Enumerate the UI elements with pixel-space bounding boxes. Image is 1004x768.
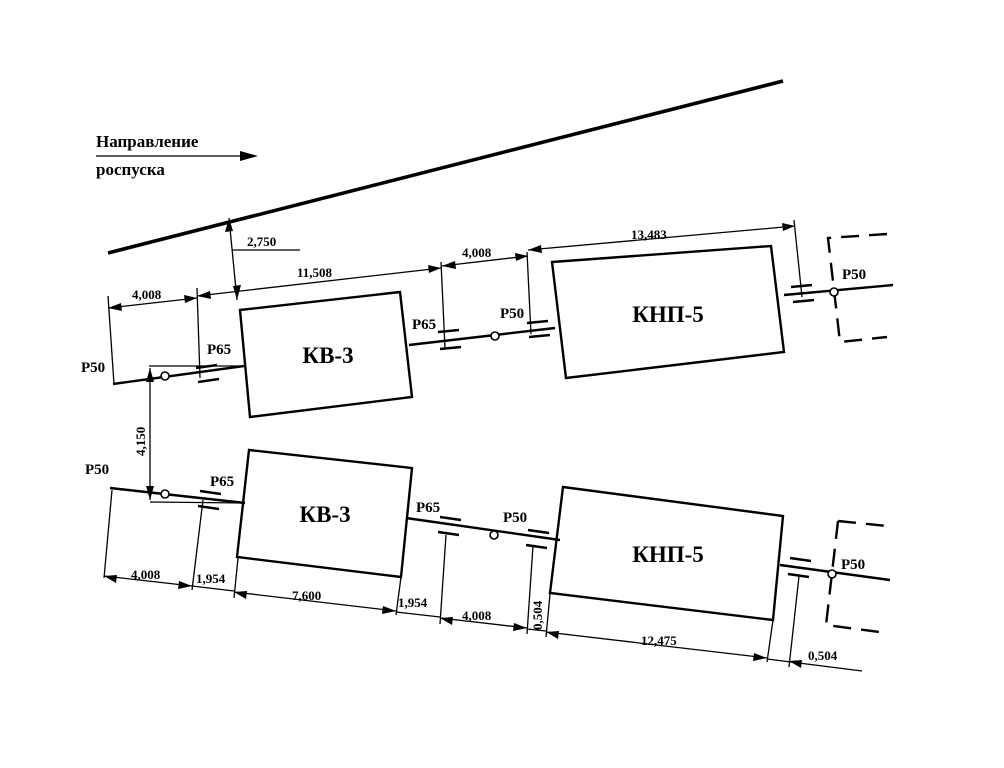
rail-joint-circle-bottom-mid: [489, 530, 499, 540]
dim-label-top-kv3-span: 11,508: [297, 265, 333, 280]
joint-bottom-p65-mid: [437, 515, 462, 537]
dim-track-spacing: [146, 365, 246, 504]
dim-label-bottom-joint-left: 1,954: [196, 571, 226, 586]
main-track-line: [107, 79, 784, 255]
rail-label-bottom-p50-mid: Р50: [503, 510, 527, 526]
rail-label-bottom-p50-right: Р50: [841, 557, 865, 573]
rail-label-top-p50-left: Р50: [81, 360, 105, 376]
ext-bottom-p50-mid: [526, 545, 534, 635]
kv3-bottom-label: КВ-3: [299, 502, 350, 527]
next-car-bottom-dashed: [824, 520, 888, 635]
ext-bottom-p65-mid: [439, 534, 447, 625]
top-rail-left: [112, 364, 245, 386]
ext-bottom-kv3-start: [233, 557, 239, 599]
ext-top-p65: [196, 287, 201, 379]
ext-top-mid-2: [526, 251, 532, 335]
rail-label-top-p65-mid: Р65: [412, 317, 436, 333]
dim-top-knp5-span: [527, 223, 796, 253]
dim-top-kv3-span: [196, 265, 442, 299]
dim-label-bottom-mid-gap: 4,008: [462, 608, 492, 623]
rail-joint-circle-top-right: [829, 287, 839, 297]
rail-label-bottom-p50-left: Р50: [85, 462, 109, 478]
joint-top-p65-mid: [437, 328, 462, 351]
dim-offset-2750: [225, 217, 300, 301]
dim-top-left-gap: [107, 295, 198, 311]
ext-top-mid-1: [440, 261, 446, 349]
dim-label-offset: 2,750: [247, 234, 276, 249]
dim-bottom-dims: [103, 575, 863, 672]
dim-label-bottom-knp5-len: 12,475: [641, 633, 677, 648]
rail-label-bottom-p65-left: Р65: [210, 474, 234, 490]
knp5-bottom-label: КНП-5: [632, 542, 704, 567]
rail-joint-circle-top-mid: [490, 331, 500, 341]
direction-arrow-head: [240, 151, 258, 161]
next-car-top-dashed: [826, 232, 888, 344]
dim-label-bottom-joint-knp: 0,504: [530, 600, 545, 630]
direction-title-line2: роспуска: [96, 160, 165, 179]
ext-bottom-left: [103, 489, 113, 579]
rail-label-top-p50-right: Р50: [842, 267, 866, 283]
dim-label-top-left-gap: 4,008: [132, 287, 162, 302]
bottom-rail-left: [109, 486, 246, 505]
dim-label-bottom-end-gap: 0,504: [808, 648, 838, 663]
ext-bottom-knp5-end: [766, 619, 774, 663]
rail-joint-circle-top-left: [160, 371, 170, 381]
rail-label-top-p50-mid: Р50: [500, 306, 524, 322]
rail-label-top-p65-left: Р65: [207, 342, 231, 358]
dim-label-track-spacing: 4,150: [133, 427, 148, 456]
ext-bottom-kv3-end: [395, 576, 402, 616]
knp5-top-box: [550, 244, 786, 380]
joint-bottom-right: [787, 556, 812, 579]
direction-title-line1: Направление: [96, 132, 199, 151]
kv3-top-label: КВ-3: [302, 343, 353, 368]
next-car-bottom-dashed-top: [837, 519, 888, 528]
dim-label-top-mid-gap: 4,008: [462, 245, 492, 260]
knp5-top-label: КНП-5: [632, 302, 704, 327]
ext-top-left: [107, 295, 115, 385]
dim-label-bottom-kv3-len: 7,600: [292, 588, 321, 603]
kv3-top-box: [238, 290, 414, 419]
joint-bottom-p50-mid: [525, 528, 550, 550]
rail-joint-circle-bottom-right: [827, 569, 837, 579]
ext-top-right: [793, 219, 803, 298]
dim-label-bottom-left-gap: 4,008: [131, 567, 161, 582]
joint-bottom-p65-left: [197, 489, 222, 511]
rail-joint-circle-bottom-left: [160, 489, 170, 499]
dim-label-bottom-joint-right: 1,954: [398, 595, 428, 610]
dim-top-mid-gap: [441, 253, 529, 269]
bottom-rail-mid: [405, 516, 561, 542]
ext-bottom-right: [788, 575, 800, 668]
dim-label-top-knp5-span: 13,483: [631, 227, 667, 242]
rail-label-bottom-p65-mid: Р65: [416, 500, 440, 516]
ext-bottom-p65-left: [191, 499, 204, 591]
ext-bottom-knp5-start: [545, 593, 551, 638]
